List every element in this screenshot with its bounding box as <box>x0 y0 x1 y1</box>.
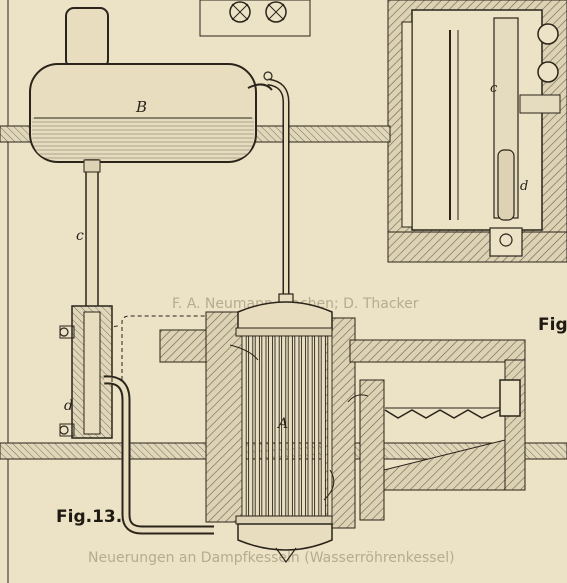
water-tube <box>327 335 333 517</box>
label-a: A <box>276 416 288 432</box>
separator-d: d <box>59 305 113 439</box>
water-tube <box>314 335 320 517</box>
label-d-left: d <box>64 398 73 414</box>
fire-grate <box>384 409 501 419</box>
water-tube <box>267 335 274 517</box>
figure-label-13: Fig.13. <box>56 507 122 527</box>
right-figure-section: c d <box>387 0 567 263</box>
water-tube <box>320 335 326 517</box>
water-tube <box>241 335 247 517</box>
ghost-text-bottom: Neuerungen an Dampfkesseln (Wasserröhren… <box>88 550 455 566</box>
figure-label-right: Fig. <box>538 315 567 335</box>
water-tube <box>300 335 307 517</box>
downcomer-c: c <box>76 159 101 311</box>
water-tube <box>254 335 260 517</box>
label-d-right: d <box>520 179 528 194</box>
label-b: B <box>135 98 147 116</box>
tube-bank-a: A <box>229 301 369 564</box>
gauge-fragments <box>199 0 311 37</box>
label-c-right: c <box>490 81 498 96</box>
dashed-connection <box>121 315 210 380</box>
water-tube <box>261 335 267 517</box>
water-tube <box>294 335 300 517</box>
water-tube <box>287 335 293 517</box>
water-tubes <box>241 335 333 517</box>
steam-drum-b: B <box>29 7 273 163</box>
water-tube <box>248 335 254 517</box>
label-c-left: c <box>76 228 84 244</box>
water-tube <box>307 335 313 517</box>
